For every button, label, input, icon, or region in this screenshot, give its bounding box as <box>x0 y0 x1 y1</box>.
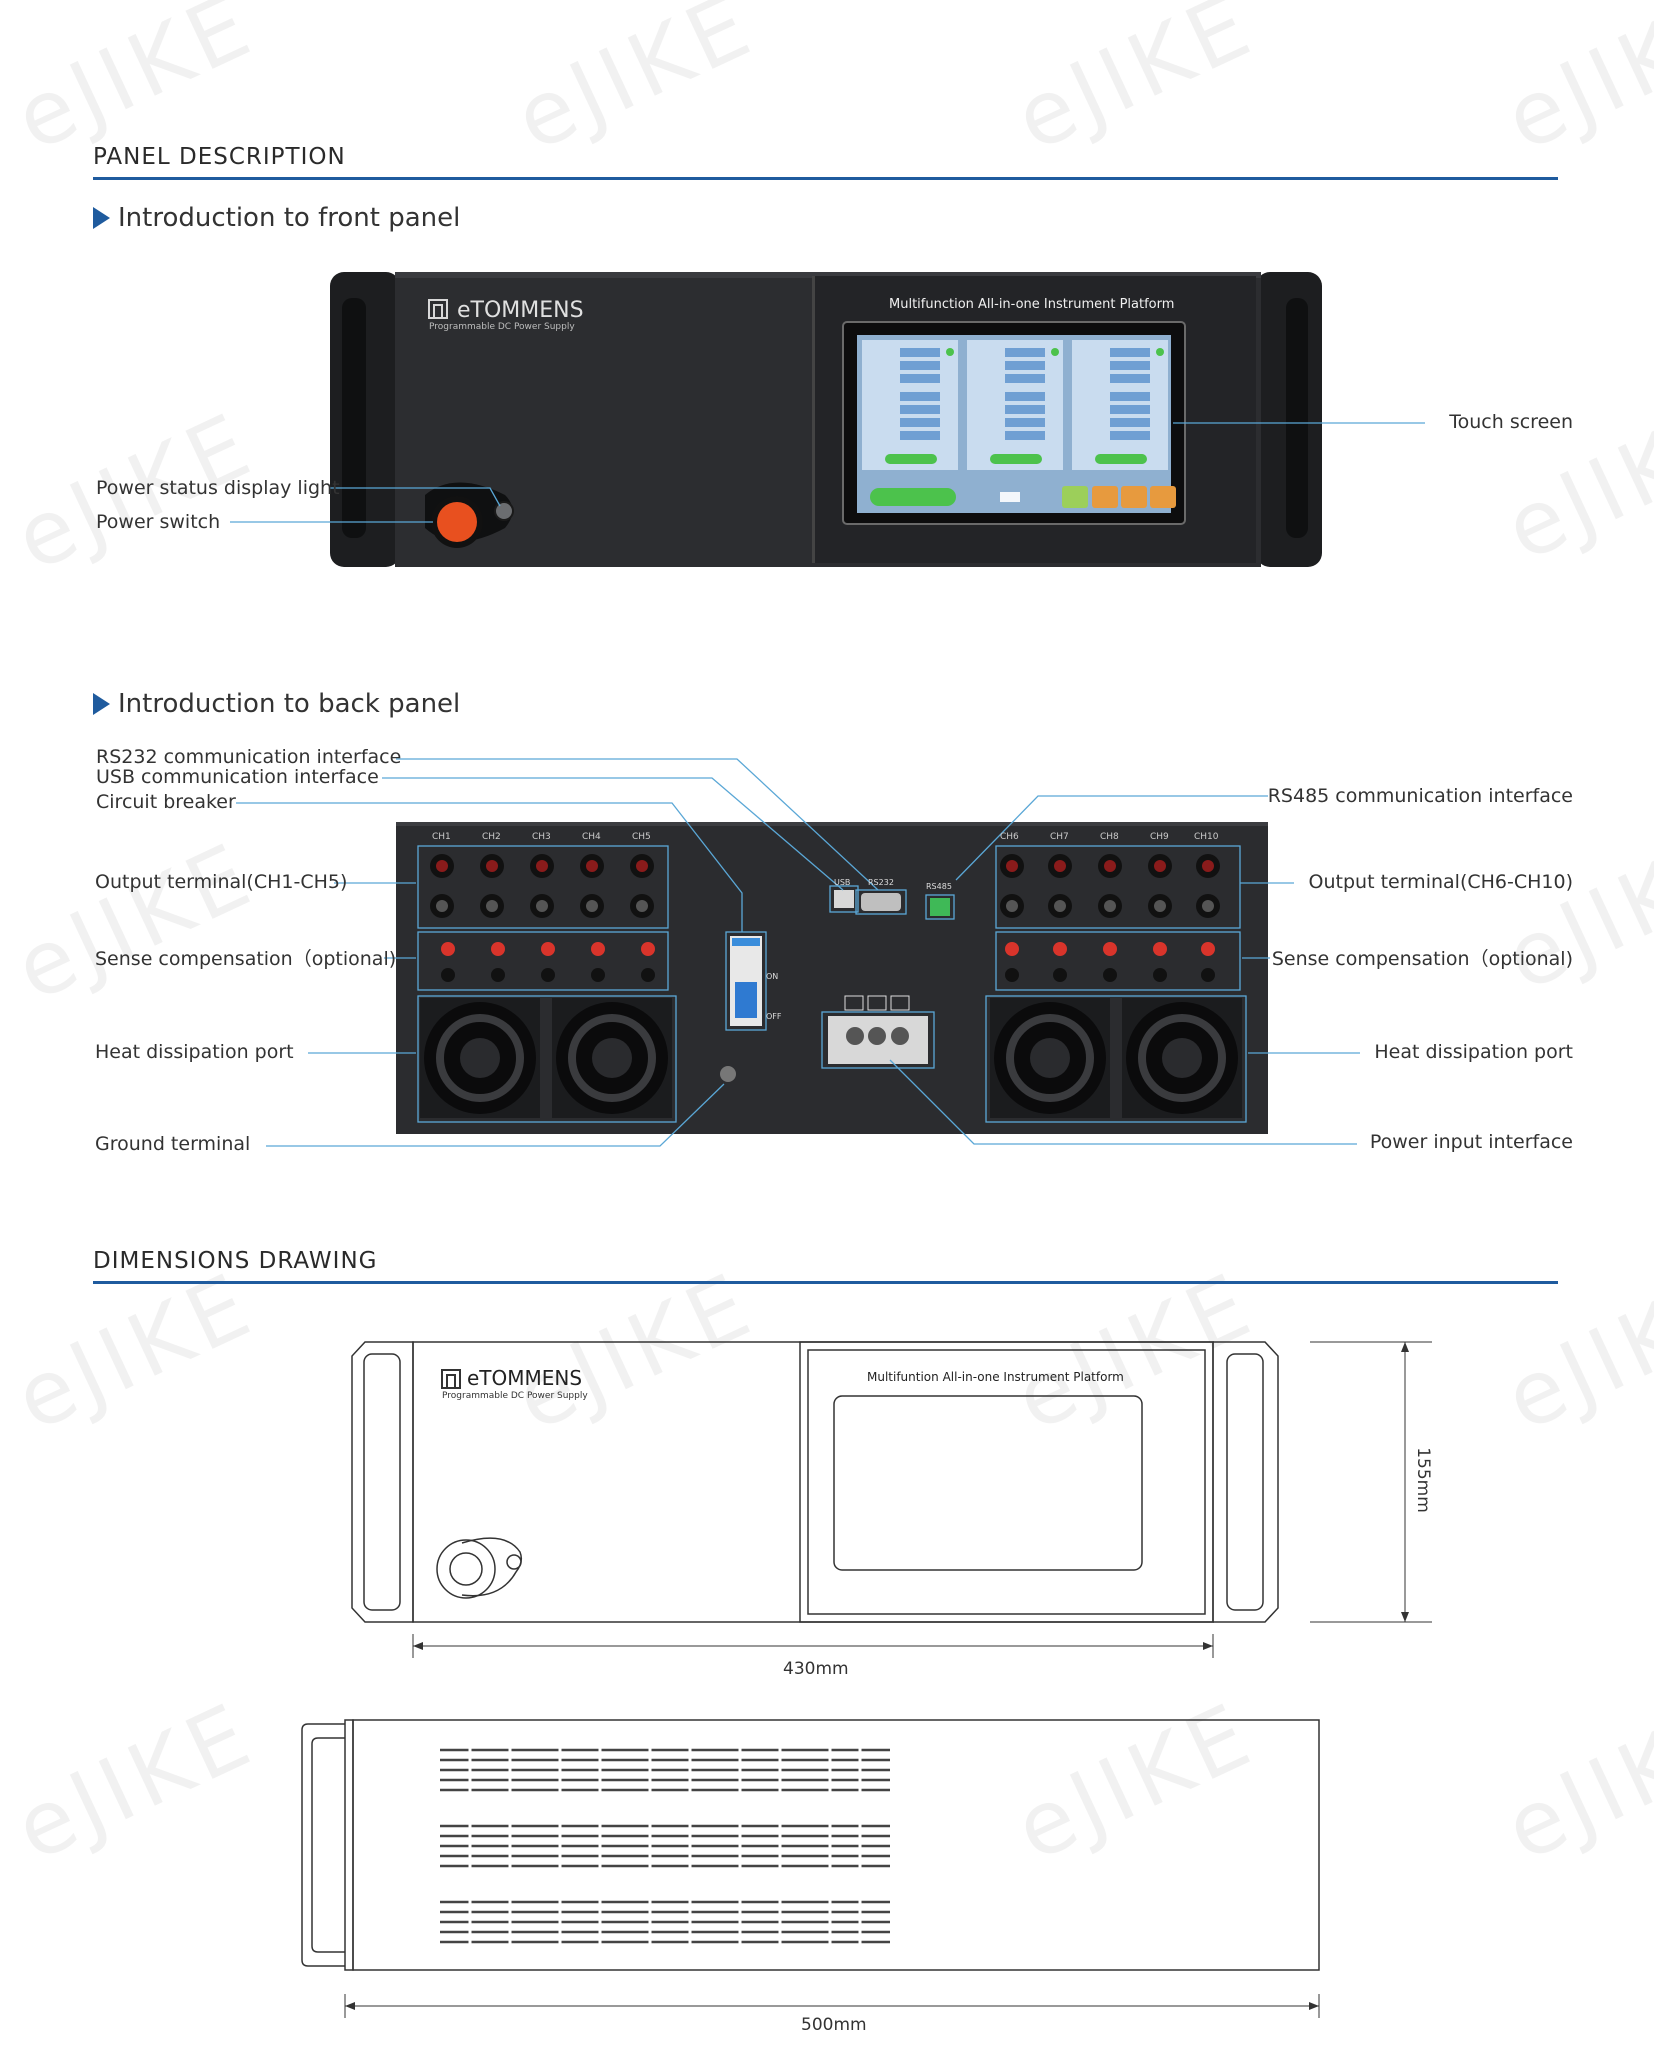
back-panel-device <box>236 758 1360 1147</box>
width-dimension: 430mm <box>783 1659 849 1679</box>
heat-dissipation-left-label: Heat dissipation port <box>95 1041 294 1063</box>
dimension-brand-subtitle: Programmable DC Power Supply <box>442 1391 588 1401</box>
brand-subtitle: Programmable DC Power Supply <box>429 322 575 332</box>
section-rule <box>93 1281 1558 1284</box>
dimension-brand: eTOMMENS <box>467 1366 583 1390</box>
heat-dissipation-right-label: Heat dissipation port <box>1374 1041 1573 1063</box>
output-terminal-left-label: Output terminal(CH1-CH5) <box>95 871 348 893</box>
triangle-bullet-icon <box>93 693 110 715</box>
triangle-bullet-icon <box>93 207 110 229</box>
channel-label: CH1 <box>432 832 451 842</box>
channel-label: CH5 <box>632 832 651 842</box>
circuit-breaker-label: Circuit breaker <box>96 791 236 813</box>
rs485-port-label: RS485 <box>926 882 952 891</box>
front-panel-heading: Introduction to front panel <box>93 203 460 233</box>
channel-label: CH7 <box>1050 832 1069 842</box>
back-panel-heading: Introduction to back panel <box>93 689 460 719</box>
depth-dimension: 500mm <box>801 2015 867 2035</box>
channel-label: CH6 <box>1000 832 1019 842</box>
channel-label: CH9 <box>1150 832 1169 842</box>
section-title: DIMENSIONS DRAWING <box>93 1248 378 1274</box>
dimension-screen-title: Multifuntion All-in-one Instrument Platf… <box>867 1370 1124 1384</box>
power-switch-label: Power switch <box>96 511 221 533</box>
brand-name: eTOMMENS <box>457 298 584 323</box>
power-input-label: Power input interface <box>1369 1131 1573 1153</box>
channel-label: CH2 <box>482 832 501 842</box>
section-rule <box>93 177 1558 180</box>
front-panel-device <box>230 272 1425 567</box>
screen-title: Multifunction All-in-one Instrument Plat… <box>889 297 1175 312</box>
rs232-label: RS232 communication interface <box>96 746 402 768</box>
channel-label: CH10 <box>1194 832 1219 842</box>
rs485-label: RS485 communication interface <box>1267 785 1573 807</box>
output-terminal-right-label: Output terminal(CH6-CH10) <box>1308 871 1573 893</box>
sense-compensation-right-label: Sense compensation（optional) <box>1271 948 1573 970</box>
rs232-port-label: RS232 <box>868 878 894 887</box>
channel-label: CH4 <box>582 832 601 842</box>
usb-port-label: USB <box>834 878 851 887</box>
usb-label: USB communication interface <box>96 766 379 788</box>
section-title: PANEL DESCRIPTION <box>93 144 346 170</box>
touch-screen-label: Touch screen <box>1449 411 1573 433</box>
breaker-off-label: OFF <box>766 1012 782 1021</box>
height-dimension: 155mm <box>1412 1447 1433 1513</box>
power-light-label: Power status display light <box>96 477 340 499</box>
ground-terminal-label: Ground terminal <box>95 1133 251 1155</box>
breaker-on-label: ON <box>766 972 779 981</box>
channel-label: CH8 <box>1100 832 1119 842</box>
channel-label: CH3 <box>532 832 551 842</box>
sense-compensation-left-label: Sense compensation（optional) <box>95 948 397 970</box>
